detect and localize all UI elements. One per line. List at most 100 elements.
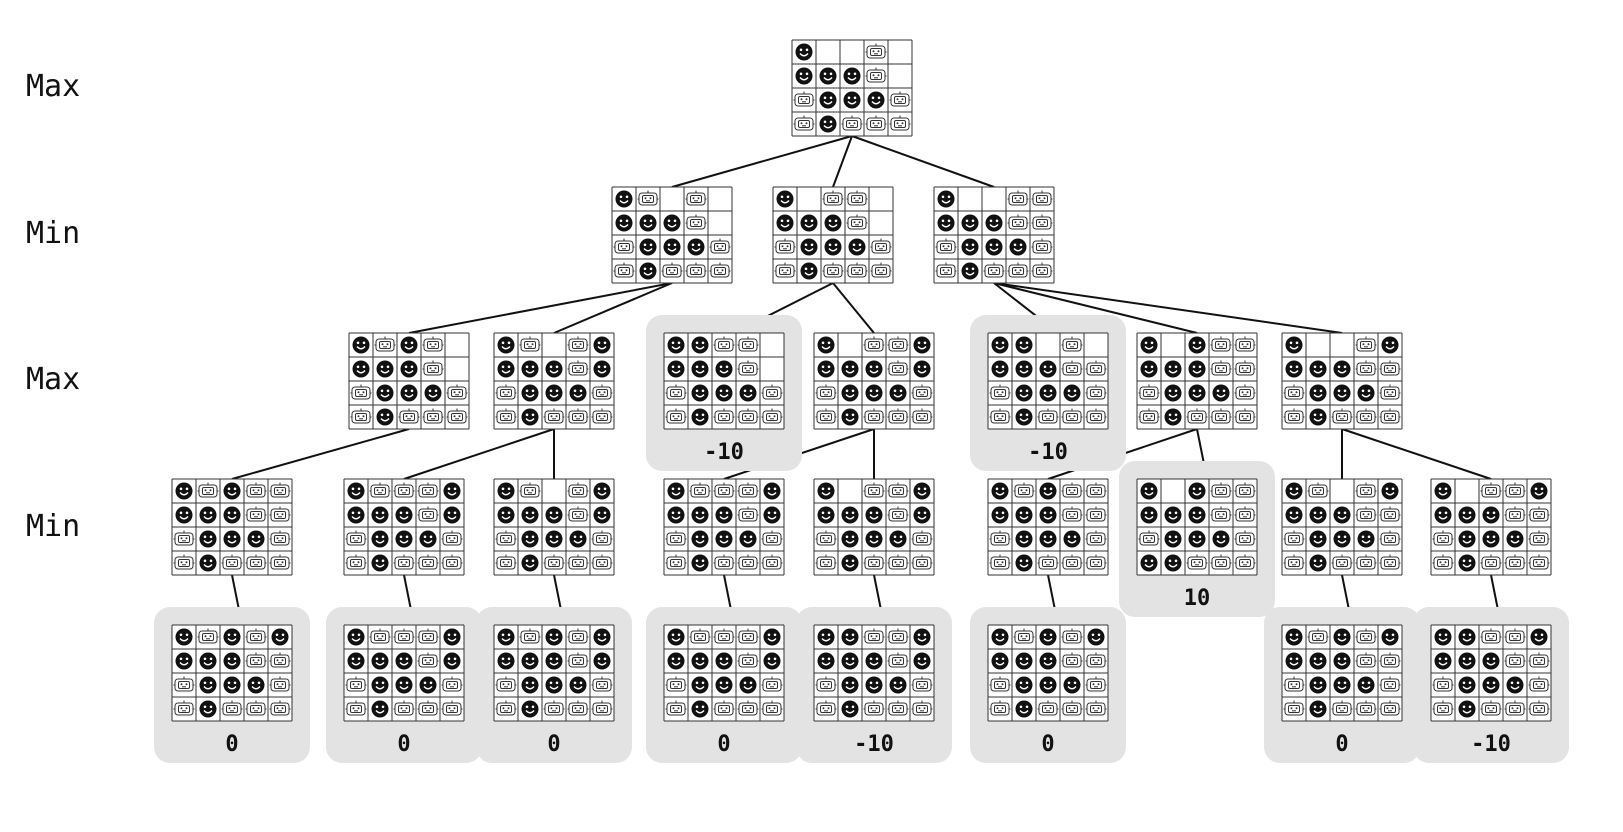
smiley-face-icon [961,238,979,256]
robot-icon [1234,408,1256,424]
robot-icon [1504,700,1526,716]
robot-icon [1283,554,1305,570]
smiley-face-icon [371,554,389,572]
robot-icon [1210,336,1232,352]
score-label: 0 [1041,732,1054,757]
robot-icon [887,408,909,424]
smiley-face-icon [1188,482,1206,500]
robot-icon [935,238,957,254]
robot-icon [519,336,541,352]
smiley-face-icon [545,676,563,694]
robot-icon [591,530,613,546]
robot-icon [1210,506,1232,522]
robot-icon [685,262,707,278]
smiley-face-icon [961,262,979,280]
smiley-face-icon [1285,336,1303,354]
smiley-face-icon [843,91,861,109]
robot-icon [1480,700,1502,716]
robot-icon [1432,676,1454,692]
robot-icon [709,262,731,278]
smiley-face-icon [639,262,657,280]
tree-edge [1341,428,1492,480]
smiley-face-icon [497,336,515,354]
robot-icon [1031,238,1053,254]
smiley-face-icon [1015,652,1033,670]
robot-icon [1504,482,1526,498]
robot-icon [1234,506,1256,522]
robot-icon [637,190,659,206]
robot-icon [935,262,957,278]
robot-icon [737,652,759,668]
robot-icon [1061,628,1083,644]
smiley-face-icon [691,700,709,718]
robot-icon [1379,360,1401,376]
board-node-c8: 0 [1264,607,1420,763]
robot-icon [1528,676,1550,692]
robot-icon [591,700,613,716]
smiley-face-icon [175,506,193,524]
robot-icon [1061,360,1083,376]
robot-icon [737,482,759,498]
robot-icon [173,554,195,570]
robot-icon [1331,408,1353,424]
robot-icon [865,43,887,59]
smiley-face-icon [865,384,883,402]
smiley-face-icon [1309,554,1327,572]
smiley-face-icon [371,506,389,524]
robot-icon [1085,384,1107,400]
smiley-face-icon [1164,506,1182,524]
robot-icon [1234,482,1256,498]
smiley-face-icon [1087,628,1105,646]
robot-icon [441,530,463,546]
robot-icon [519,628,541,644]
robot-icon [567,482,589,498]
smiley-face-icon [199,506,217,524]
robot-icon [665,384,687,400]
board-node-c2: 0 [326,607,482,763]
tree-edge [553,282,673,334]
smiley-face-icon [1309,408,1327,426]
score-label: 10 [1184,586,1211,611]
smiley-face-icon [175,652,193,670]
smiley-face-icon [569,384,587,402]
smiley-face-icon [841,676,859,694]
robot-icon [1432,554,1454,570]
robot-icon [983,262,1005,278]
score-label: 0 [1335,732,1348,757]
smiley-face-icon [1381,336,1399,354]
robot-icon [887,336,909,352]
score-label: 0 [225,732,238,757]
smiley-face-icon [521,554,539,572]
robot-icon [1186,408,1208,424]
smiley-face-icon [841,700,859,718]
robot-icon [685,214,707,230]
robot-icon [1528,700,1550,716]
robot-icon [613,262,635,278]
smiley-face-icon [1357,676,1375,694]
smiley-face-icon [1309,530,1327,548]
smiley-face-icon [848,238,866,256]
robot-icon [446,408,468,424]
smiley-face-icon [889,384,907,402]
smiley-face-icon [691,652,709,670]
level-label-3: Min [26,509,80,544]
smiley-face-icon [1039,530,1057,548]
smiley-face-icon [1458,700,1476,718]
smiley-face-icon [521,530,539,548]
tree-edge [993,282,1343,334]
smiley-face-icon [1458,652,1476,670]
robot-icon [1085,506,1107,522]
robot-icon [1355,554,1377,570]
smiley-face-icon [667,506,685,524]
smiley-face-icon [1188,384,1206,402]
smiley-face-icon [395,676,413,694]
robot-icon [591,384,613,400]
smiley-face-icon [715,506,733,524]
robot-icon [1355,506,1377,522]
robot-icon [495,384,517,400]
board-node-a6 [1136,332,1258,430]
robot-icon [417,554,439,570]
robot-icon [1061,482,1083,498]
robot-icon [567,700,589,716]
